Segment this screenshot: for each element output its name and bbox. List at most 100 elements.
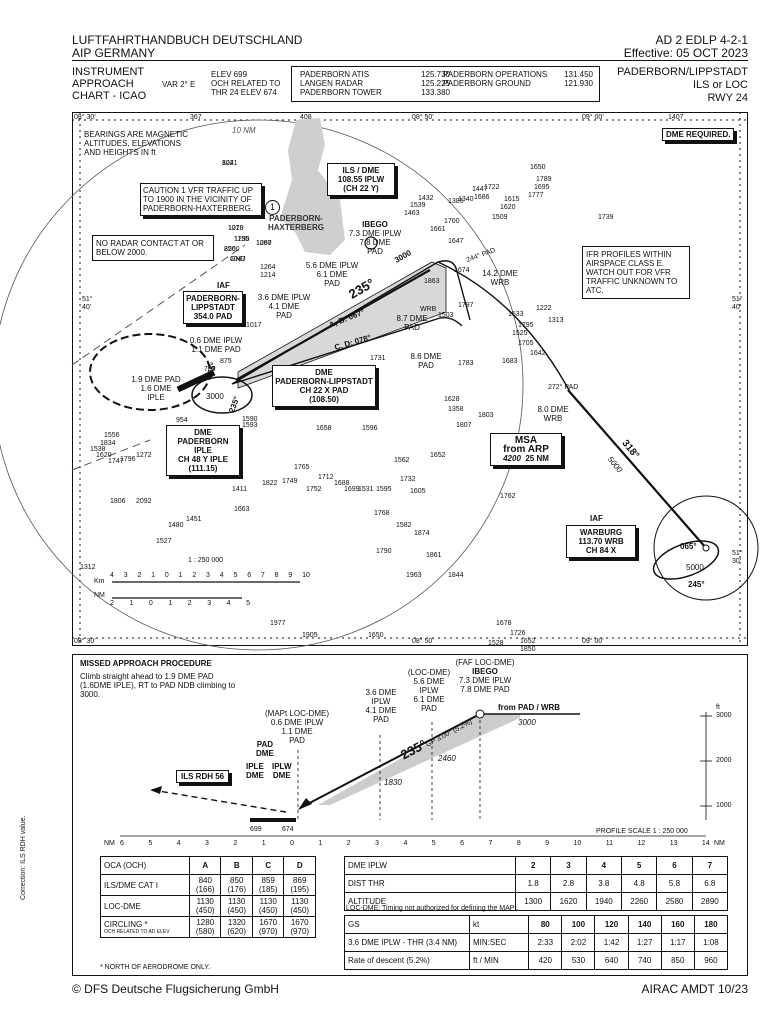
spot-elevation: 1678 <box>496 620 512 627</box>
oca-cell: 869(195) <box>283 874 316 896</box>
oca-cell: 1320(620) <box>220 916 253 938</box>
warburg-compass-rose <box>652 495 759 601</box>
top-elev-367: 367 <box>190 114 202 121</box>
elev-1312: 1312 <box>80 564 96 571</box>
lat-label-5140-left: 51°40' <box>82 296 93 311</box>
spot-elevation: 1699 <box>344 486 360 493</box>
scale-km-tick: 3 <box>123 572 128 579</box>
spot-elevation: 1807 <box>456 422 472 429</box>
dme-col: 5 <box>620 856 658 875</box>
spot-elevation: 1863 <box>424 278 440 285</box>
spot-elevation: 1861 <box>426 552 442 559</box>
profile-nm-tick: 11 <box>605 840 614 847</box>
caution-box: CAUTION 1 VFR TRAFFIC UP TO 1900 IN THE … <box>140 183 262 216</box>
profile-ft-3000: 3000 <box>716 712 732 719</box>
scale-km-tick: 9 <box>288 572 293 579</box>
scale-km-tick: 5 <box>233 572 238 579</box>
timing-cell: 1:08 <box>693 933 729 952</box>
profile-nm-tick: 4 <box>403 840 408 847</box>
altitude-label: ALTITUDE <box>344 892 516 911</box>
alt-cell: 2260 <box>620 892 658 911</box>
alt-cell: 1300 <box>514 892 552 911</box>
spot-elevation: 1135 <box>234 236 250 243</box>
dist-thr-label: DIST THR <box>344 874 516 893</box>
spot-elevation: 1722 <box>484 184 500 191</box>
spot-elevation: 1652 <box>520 638 536 645</box>
spot-elevation: 802 <box>222 160 234 167</box>
locdme-timing-note: LOC-DME: Timing not authorized for defin… <box>346 905 519 912</box>
spot-elevation: 1650 <box>530 164 546 171</box>
iaf-label-pad: IAF <box>217 281 230 290</box>
profile-view <box>72 654 748 976</box>
lon-label-0830: 08° 30' <box>74 114 96 121</box>
wrb-hold-065: 065° <box>680 542 697 551</box>
ifr-profiles-box: IFR PROFILES WITHIN AIRSPACE CLASS E. WA… <box>582 246 690 299</box>
spot-elevation: 1019 <box>228 225 244 232</box>
gs-unit: kt <box>468 915 530 934</box>
spot-elevation: 1834 <box>100 440 116 447</box>
row-ils: ILS/DME CAT I <box>100 874 190 896</box>
gs-header: GS <box>344 915 470 934</box>
scale-km-tick: 8 <box>274 572 279 579</box>
scale-km-tick: 10 <box>302 572 310 579</box>
correction-note: Correction: ILS RDH value. <box>20 815 27 900</box>
spot-elevation: 1463 <box>404 210 420 217</box>
spot-elevation: 1596 <box>362 425 378 432</box>
footer-airac: AIRAC AMDT 10/23 <box>641 982 749 996</box>
dist-cell: 3.8 <box>585 874 622 893</box>
rod-label: Rate of descent (5.2%) <box>344 951 470 970</box>
spot-elevation: 1749 <box>282 478 298 485</box>
cat-c: C <box>251 856 285 875</box>
dist-cell: 4.8 <box>620 874 658 893</box>
alt-cell: 2580 <box>656 892 693 911</box>
oca-cell: 859(185) <box>251 874 285 896</box>
spot-elevation: 1695 <box>534 184 550 191</box>
dme-col: 7 <box>691 856 729 875</box>
rod-unit: ft / MIN <box>468 951 530 970</box>
scale-nm-tick: 2 <box>187 600 192 607</box>
scale-km-tick: 6 <box>247 572 252 579</box>
urban-area <box>280 118 345 255</box>
cat-d: D <box>283 856 316 875</box>
profile-glidepath-area <box>318 714 520 805</box>
rod-cell: 850 <box>660 951 695 970</box>
row-loc: LOC-DME <box>100 895 190 917</box>
spot-elevation: 1017 <box>246 322 262 329</box>
spot-elevation: 1214 <box>260 272 276 279</box>
spot-elevation: 1765 <box>294 464 310 471</box>
dist-cell: 1.8 <box>514 874 552 893</box>
row-circling: CIRCLING *OCH RELATED TO AD ELEV <box>100 916 190 938</box>
profile-nm-tick: 4 <box>176 840 181 847</box>
profile-scale: PROFILE SCALE 1 : 250 000 <box>596 828 688 835</box>
magnetic-variation: VAR 2° E <box>162 80 196 89</box>
scale-km-tick: 1 <box>151 572 156 579</box>
spot-elevation: 1509 <box>492 214 508 221</box>
spot-elevation: 1047 <box>230 256 246 263</box>
profile-from-pad-wrb: from PAD / WRB <box>498 703 561 712</box>
oca-cell: 840(166) <box>188 874 222 896</box>
spot-elevation: 1790 <box>376 548 392 555</box>
wrb-arc-label: WRB <box>420 306 437 313</box>
spot-elevation: 1705 <box>518 340 534 347</box>
spot-elevation: 1533 <box>508 311 524 318</box>
profile-nm-tick: 0 <box>290 840 294 847</box>
scale-km-tick: 4 <box>110 572 114 579</box>
rod-cell: 740 <box>627 951 662 970</box>
gs-col: 140 <box>627 915 662 934</box>
spot-elevation: 1803 <box>478 412 494 419</box>
scale-nm-tick: 3 <box>207 600 212 607</box>
oca-footnote: * NORTH OF AERODROME ONLY. <box>100 964 211 971</box>
missed-approach-title: MISSED APPROACH PROCEDURE <box>80 659 212 668</box>
scale-nm-tick: 4 <box>226 600 231 607</box>
spot-elevation: 1385 <box>448 198 464 205</box>
spot-elevation: 1777 <box>528 192 544 199</box>
wrb-hold-245: 245° <box>688 580 705 589</box>
